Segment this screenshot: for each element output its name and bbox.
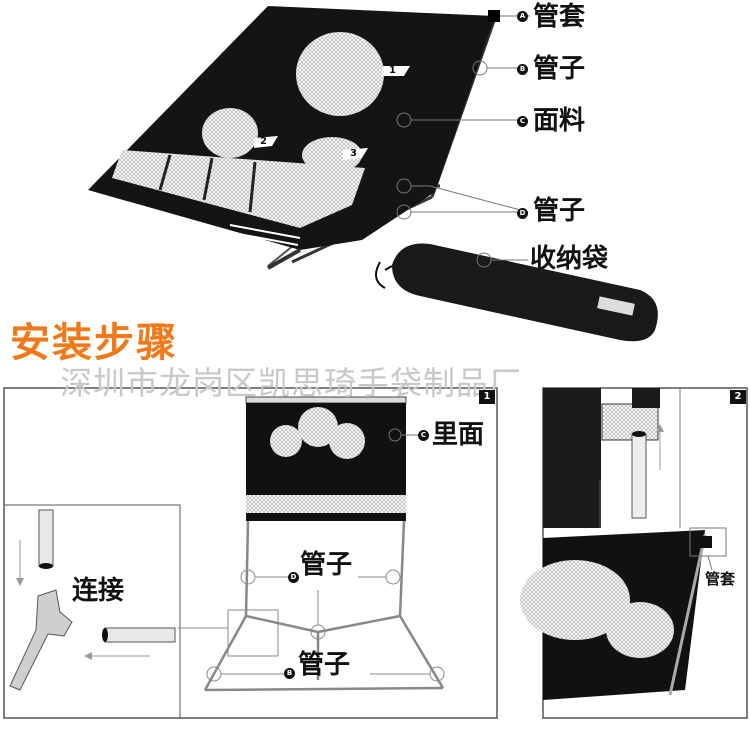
label-connect: 连接 (72, 576, 125, 606)
badge-d: D (517, 208, 528, 219)
badge-inner: C (418, 430, 429, 441)
badge-pipe-lower: B (284, 668, 295, 679)
top-leader-lines (396, 15, 530, 268)
target-hole-3 (302, 137, 362, 173)
target-hole-2 (202, 108, 258, 158)
label-storage-bag: 收纳袋 (530, 244, 609, 274)
target-hole-1 (296, 32, 384, 116)
connect-inset (3, 504, 181, 719)
badge-c: C (517, 116, 528, 127)
label-sleeve: 管套 (533, 2, 586, 32)
connect-diagram (9, 509, 176, 691)
net-pockets (112, 150, 365, 228)
section-title: 安装步骤 (10, 320, 178, 366)
watermark: 深圳市龙岗区凯思琦手袋制品厂 (60, 364, 523, 402)
net-number-2: 2 (260, 136, 267, 147)
badge-b: B (517, 64, 528, 75)
label-fabric: 面料 (533, 106, 586, 136)
net-number-3: 3 (350, 148, 357, 159)
label-pipe-upper: 管子 (300, 550, 353, 580)
step1-number: 1 (479, 390, 495, 404)
label-pipe-b: 管子 (533, 54, 586, 84)
step2-number: 2 (730, 390, 746, 404)
storage-bag (375, 243, 658, 342)
step1-frame (203, 520, 445, 692)
label-pipe-lower: 管子 (298, 650, 351, 680)
chipping-net-product (88, 6, 500, 270)
label-step2-sleeve: 管套 (705, 570, 736, 588)
label-inner: 里面 (432, 420, 485, 450)
badge-pipe-upper: D (288, 572, 299, 583)
label-pipe-d: 管子 (533, 196, 586, 226)
net-number-1: 1 (389, 65, 396, 76)
badge-a: A (517, 11, 528, 22)
